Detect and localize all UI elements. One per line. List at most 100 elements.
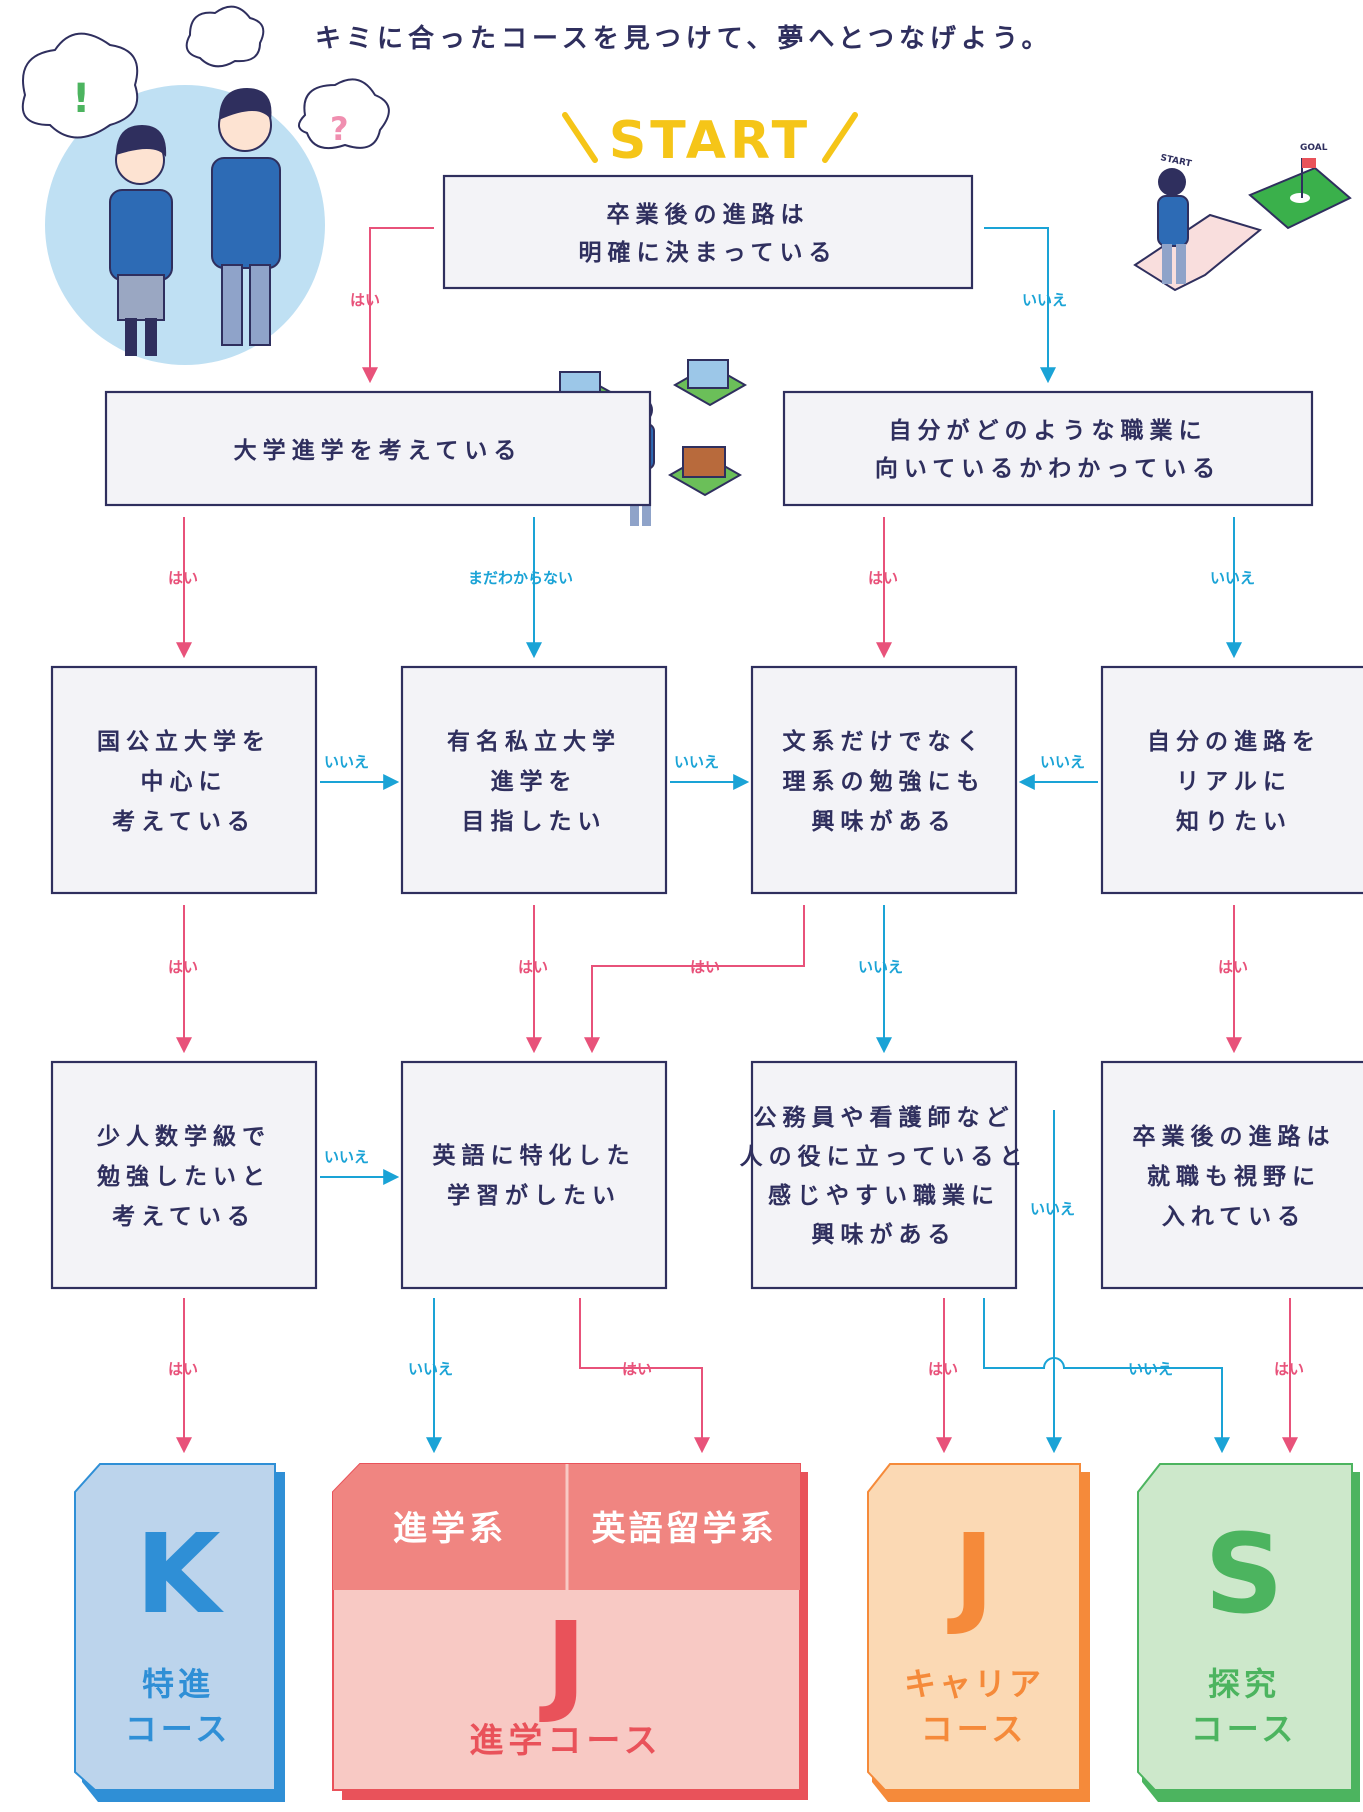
start-sign: START — [1159, 153, 1193, 170]
yes-label: はい — [1218, 958, 1248, 976]
connector-real-no-career: いいえ — [1030, 1110, 1075, 1454]
connector-real-no: いいえ — [1018, 753, 1098, 790]
question-text: 考えている — [112, 1204, 256, 1230]
connector-employment-yes: はい — [1274, 1298, 1304, 1454]
no-label: いいえ — [324, 753, 369, 771]
no-label: いいえ — [858, 958, 903, 976]
question-text: 自分の進路を — [1147, 728, 1321, 755]
no-label: いいえ — [674, 753, 719, 771]
question-text: 自分がどのような職業に — [889, 417, 1208, 444]
connector-start-yes: はい — [350, 227, 434, 384]
course-tab: 英語留学系 — [592, 1509, 777, 1549]
yes-label: はい — [168, 958, 198, 976]
question-english-focus: 英語に特化した 学習がしたい — [400, 1060, 668, 1290]
question-text: 入れている — [1162, 1204, 1306, 1230]
connector-science-no: いいえ — [858, 905, 903, 1054]
question-text: 公務員や看護師など — [754, 1104, 1015, 1131]
yes-label: はい — [622, 1360, 652, 1378]
yes-label: はい — [1274, 1360, 1304, 1378]
question-text: リアルに — [1176, 769, 1292, 795]
question-public-service: 公務員や看護師など 人の役に立っていると 感じやすい職業に 興味がある — [740, 1060, 1029, 1290]
yes-label: はい — [928, 1360, 958, 1378]
start-banner: START — [562, 111, 858, 171]
yes-label: はい — [168, 1360, 198, 1378]
connector-science-yes: はい — [584, 905, 805, 1054]
no-label: いいえ — [1040, 753, 1085, 771]
connector-english-no: いいえ — [408, 1298, 453, 1454]
connector-private-yes: はい — [518, 905, 548, 1054]
connector-university-yes: はい — [168, 517, 198, 659]
question-national-university: 国公立大学を 中心に 考えている — [50, 665, 318, 895]
course-name: 特進 — [142, 1665, 214, 1703]
yes-label: はい — [690, 958, 720, 976]
course-name: キャリア — [904, 1665, 1044, 1703]
course-tab: 進学系 — [393, 1509, 507, 1549]
course-letter: S — [1204, 1510, 1283, 1638]
course-letter: J — [539, 1598, 587, 1726]
question-text: 大学進学を考えている — [234, 437, 523, 464]
no-label: いいえ — [408, 1360, 453, 1378]
connector-aptitude-yes: はい — [868, 517, 898, 659]
question-text: 理系の勉強にも — [783, 768, 986, 795]
question-text: 卒業後の進路は — [1133, 1123, 1336, 1150]
question-text: 向いているかわかっている — [875, 455, 1221, 482]
exclaim-icon: ! — [72, 76, 90, 122]
course-name: 探究 — [1208, 1665, 1280, 1703]
question-text: 卒業後の進路は — [607, 201, 810, 228]
connector-university-unsure: まだわからない — [468, 517, 573, 659]
course-k-tokushin: K 特進 コース — [74, 1463, 285, 1802]
course-letter: K — [135, 1510, 224, 1638]
connector-public-no: いいえ — [983, 1298, 1230, 1454]
question-science-interest: 文系だけでなく 理系の勉強にも 興味がある — [750, 665, 1018, 895]
tagline: キミに合ったコースを見つけて、夢へとつなげよう。 — [315, 23, 1053, 54]
question-after-graduation: 卒業後の進路は 明確に決まっている — [442, 174, 974, 290]
course-s-tankyu: S 探究 コース — [1137, 1463, 1360, 1802]
question-small-class: 少人数学級で 勉強したいと 考えている — [50, 1060, 318, 1290]
unsure-label: まだわからない — [468, 569, 573, 587]
connector-public-yes: はい — [928, 1298, 958, 1454]
course-name: 進学コース — [469, 1721, 662, 1761]
course-letter: J — [947, 1510, 995, 1638]
question-text: 就職も視野に — [1147, 1163, 1321, 1190]
students-illustration: ! ? — [21, 5, 390, 365]
course-name: コース — [1191, 1710, 1297, 1748]
question-text: 文系だけでなく — [783, 728, 986, 755]
question-text: 興味がある — [812, 808, 957, 835]
question-university: 大学進学を考えている — [104, 390, 652, 507]
question-aptitude: 自分がどのような職業に 向いているかわかっている — [782, 390, 1314, 507]
no-label: いいえ — [1022, 291, 1067, 309]
question-text: 感じやすい職業に — [768, 1182, 1000, 1209]
course-j-career: J キャリア コース — [867, 1463, 1090, 1802]
connector-national-yes: はい — [168, 905, 198, 1054]
question-text: 人の役に立っていると — [740, 1143, 1029, 1170]
question-text: 国公立大学を — [97, 728, 271, 755]
goal-sign: GOAL — [1300, 143, 1328, 153]
question-text: 中心に — [141, 769, 228, 795]
yes-label: はい — [350, 291, 380, 309]
question-employment: 卒業後の進路は 就職も視野に 入れている — [1100, 1060, 1363, 1290]
question-text: 明確に決まっている — [579, 239, 838, 266]
connector-national-no: いいえ — [320, 753, 400, 790]
question-know-real-path: 自分の進路を リアルに 知りたい — [1100, 665, 1363, 895]
no-label: いいえ — [1128, 1360, 1173, 1378]
question-text: 勉強したいと — [96, 1163, 271, 1190]
question-icon: ? — [330, 110, 349, 148]
connector-start-no: いいえ — [984, 227, 1067, 384]
connector-small-yes: はい — [168, 1298, 198, 1454]
course-name: コース — [921, 1710, 1027, 1748]
question-private-university: 有名私立大学 進学を 目指したい — [400, 665, 668, 895]
question-text: 目指したい — [462, 809, 607, 835]
course-j-shingaku: 進学系 英語留学系 J 進学コース — [332, 1463, 808, 1800]
goal-illustration: GOAL START — [1133, 143, 1352, 292]
connector-private-no: いいえ — [670, 753, 750, 790]
question-text: 学習がしたい — [447, 1182, 621, 1209]
question-text: 興味がある — [812, 1221, 957, 1248]
yes-label: はい — [868, 569, 898, 587]
question-text: 英語に特化した — [433, 1142, 636, 1169]
question-text: 知りたい — [1176, 808, 1292, 835]
course-name: コース — [125, 1710, 231, 1748]
no-label: いいえ — [1030, 1200, 1075, 1218]
no-label: いいえ — [1210, 569, 1255, 587]
question-text: 少人数学級で — [96, 1123, 271, 1150]
